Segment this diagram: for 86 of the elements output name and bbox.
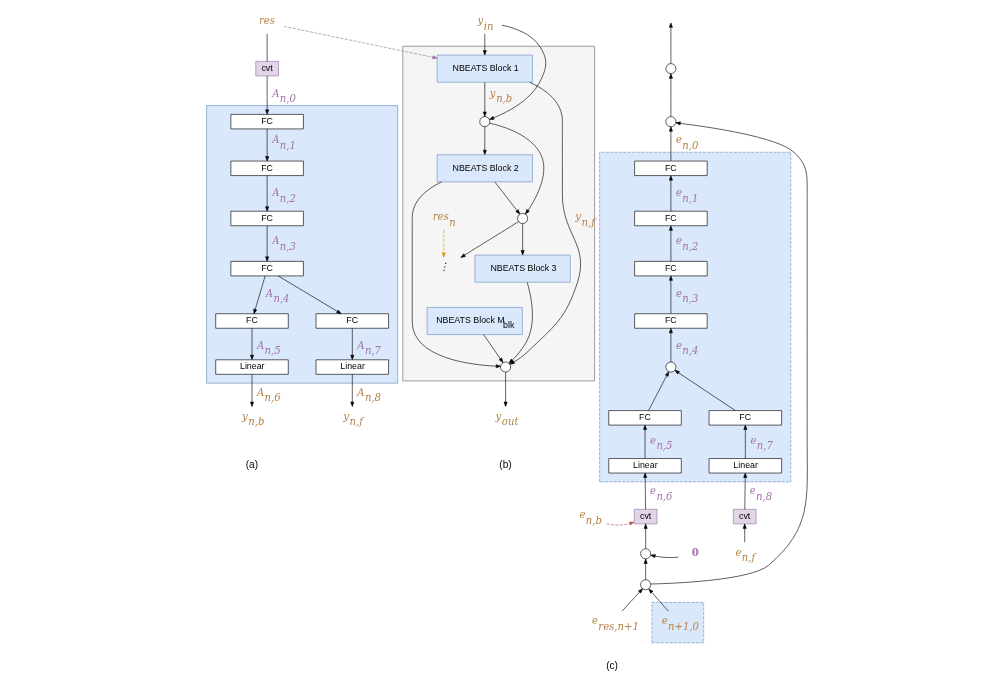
arrow bbox=[647, 371, 669, 411]
arrow bbox=[252, 275, 265, 314]
arrow bbox=[482, 126, 487, 155]
arrow bbox=[509, 81, 581, 365]
node-box: Linear bbox=[214, 359, 289, 375]
node-text: ⋮ bbox=[438, 261, 449, 273]
arrow bbox=[441, 229, 446, 258]
node-circle bbox=[639, 579, 651, 591]
arrow bbox=[349, 374, 354, 407]
arrow bbox=[520, 223, 524, 256]
arrow bbox=[482, 33, 487, 56]
node-text: res bbox=[258, 15, 275, 27]
node-box: FC bbox=[633, 261, 707, 277]
node-box: FC bbox=[633, 313, 707, 329]
arrow bbox=[643, 558, 648, 580]
node-circle bbox=[665, 361, 676, 373]
label: (c) bbox=[605, 660, 618, 672]
node-box: FC bbox=[607, 410, 682, 426]
arrow bbox=[264, 75, 269, 115]
arrow bbox=[668, 73, 673, 117]
arrow bbox=[277, 275, 341, 314]
node-circle bbox=[665, 116, 676, 127]
cluster bbox=[401, 45, 595, 382]
arrow bbox=[605, 521, 634, 526]
node-circle bbox=[516, 213, 528, 224]
arrow bbox=[249, 374, 254, 407]
arrow bbox=[264, 225, 269, 262]
node-box: FC bbox=[315, 313, 389, 329]
node-box: FC bbox=[214, 313, 289, 329]
node-circle bbox=[665, 63, 676, 74]
cluster bbox=[651, 602, 704, 644]
arrow bbox=[503, 371, 507, 407]
node-box: cvt bbox=[732, 509, 756, 525]
arrow bbox=[482, 334, 503, 363]
node-circle bbox=[499, 361, 511, 373]
node-box: FC bbox=[230, 114, 304, 130]
arrow bbox=[668, 126, 673, 162]
arrow bbox=[642, 472, 647, 510]
label: (b) bbox=[498, 459, 512, 471]
node-box: Linear bbox=[708, 458, 782, 474]
arrow bbox=[411, 181, 501, 369]
node-text: 0 bbox=[691, 546, 699, 558]
arrow bbox=[482, 82, 487, 117]
arrow bbox=[668, 275, 673, 314]
arrow bbox=[508, 282, 533, 364]
arrow bbox=[488, 24, 546, 120]
arrow bbox=[264, 175, 269, 212]
arrow bbox=[643, 523, 648, 550]
cluster bbox=[205, 105, 398, 384]
arrow bbox=[249, 328, 254, 360]
arrow bbox=[649, 554, 679, 558]
arrow bbox=[650, 121, 808, 585]
cluster bbox=[598, 151, 791, 483]
arrow bbox=[264, 128, 269, 162]
arrow bbox=[283, 26, 437, 60]
node-box: NBEATS Block 3 bbox=[474, 254, 571, 283]
node-box: cvt bbox=[633, 509, 657, 525]
node-box: FC bbox=[708, 410, 782, 426]
arrow bbox=[642, 424, 647, 459]
arrow bbox=[668, 175, 673, 212]
node-box: Linear bbox=[607, 458, 682, 474]
arrow bbox=[648, 588, 669, 612]
node-box: FC bbox=[633, 210, 707, 227]
label: (a) bbox=[245, 459, 258, 471]
arrow bbox=[349, 328, 354, 360]
node-box: cvt bbox=[254, 61, 279, 77]
arrow bbox=[743, 424, 747, 459]
arrow bbox=[668, 22, 673, 64]
arrow bbox=[668, 225, 673, 262]
node-circle bbox=[639, 548, 651, 560]
node-box: NBEATS Block 2 bbox=[436, 154, 533, 183]
node-box: FC bbox=[230, 210, 304, 227]
arrow bbox=[742, 523, 747, 543]
node-box: FC bbox=[633, 160, 707, 176]
arrow bbox=[742, 472, 747, 510]
arrow bbox=[460, 221, 519, 258]
node-circle bbox=[478, 116, 490, 127]
arrow bbox=[674, 370, 736, 411]
node-box: FC bbox=[230, 160, 304, 176]
node-box: FC bbox=[230, 261, 304, 277]
arrow bbox=[488, 122, 544, 215]
node-box: NBEATS Block 1 bbox=[436, 54, 533, 83]
arrow bbox=[621, 588, 643, 612]
arrow bbox=[668, 328, 673, 363]
arrow bbox=[494, 181, 520, 215]
node-box: Linear bbox=[315, 359, 389, 375]
